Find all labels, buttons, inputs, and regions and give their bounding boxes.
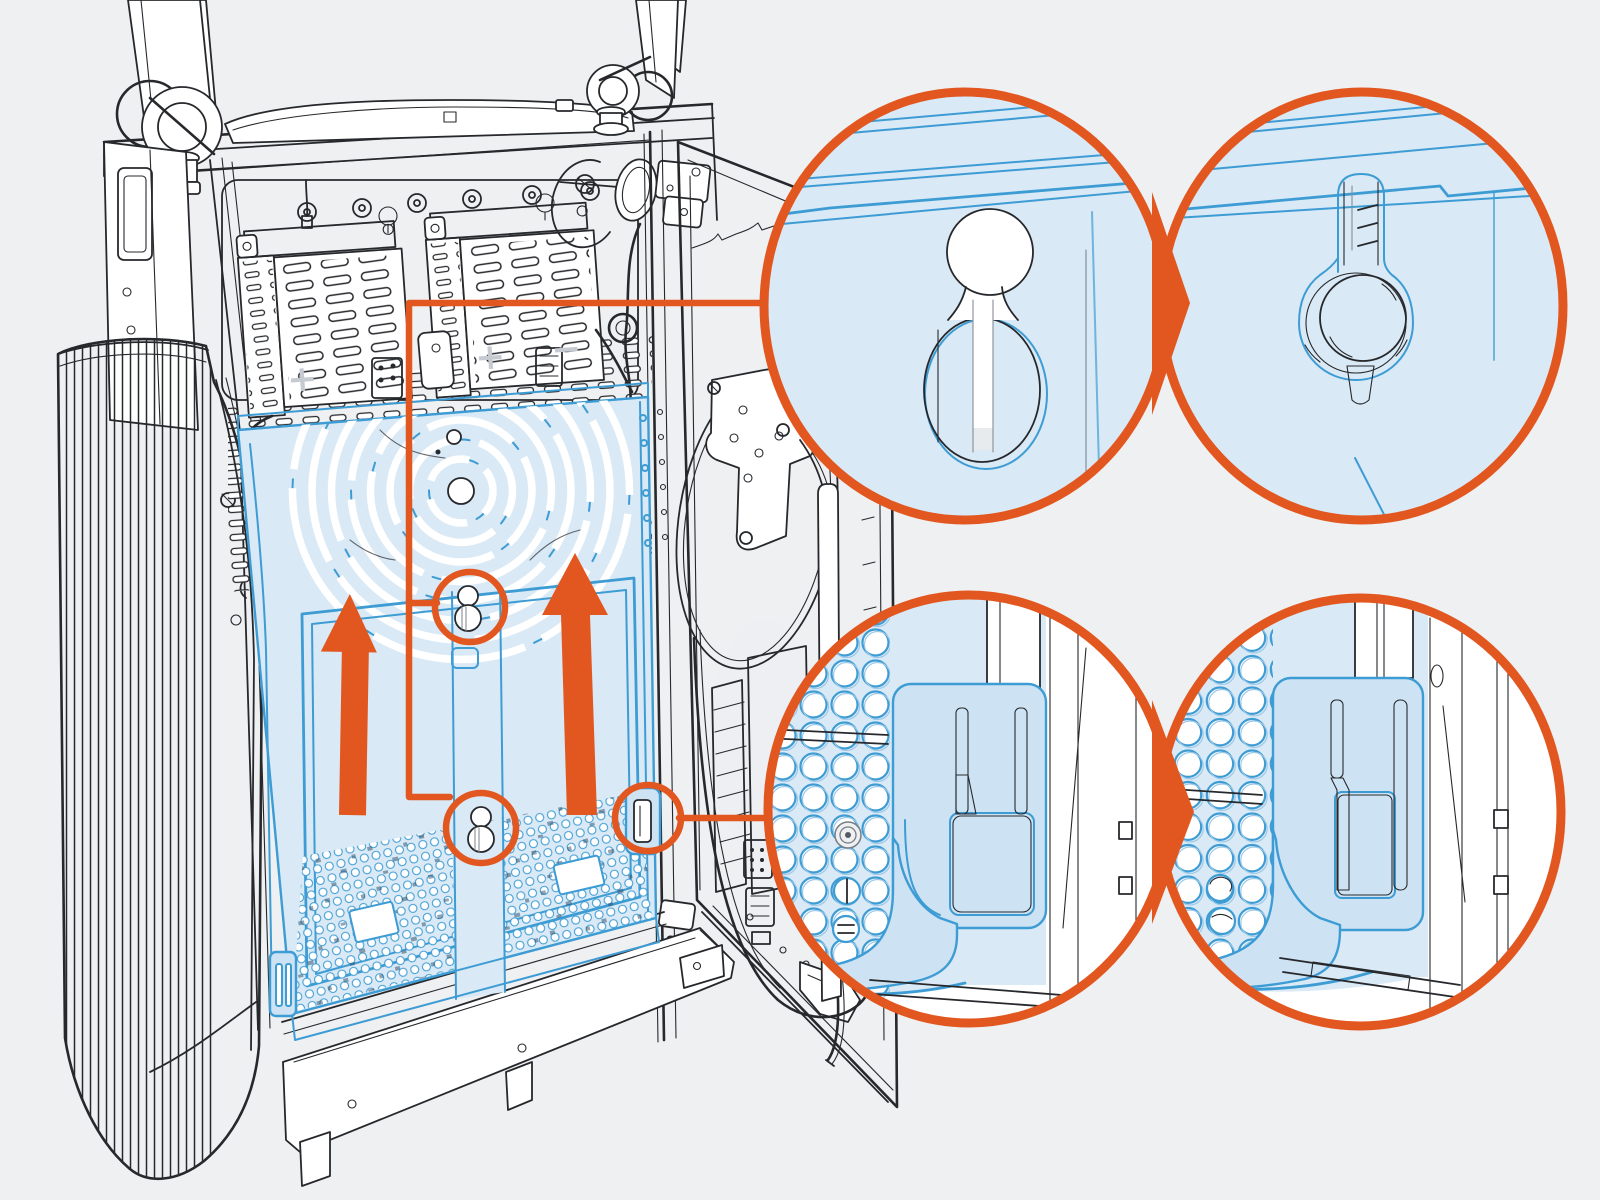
panel-bottom-ribs	[291, 917, 660, 1041]
cable-grommet	[550, 158, 658, 249]
lifting-pole-right	[635, 0, 687, 99]
terminal-plus-right-glyph: +	[474, 336, 507, 379]
up-arrow-left-icon	[320, 594, 377, 816]
panel-hook-tab-left	[268, 950, 298, 1018]
keyhole-slot-engaged-icon	[1298, 173, 1414, 405]
detail-marker-lower-keyhole	[442, 789, 520, 867]
terminal-plus-left-glyph: +	[286, 358, 319, 401]
detail-marker-upper-keyhole	[431, 568, 509, 646]
door-hinge-top	[654, 159, 712, 229]
panel-hook-tab-right	[624, 786, 662, 856]
base-plinth	[281, 911, 735, 1187]
annotations	[405, 299, 770, 867]
keyhole-slot-open-icon	[923, 208, 1048, 470]
transition-arrow-bottom-icon	[1152, 700, 1194, 924]
side-shroud	[56, 337, 264, 1181]
keyhole-stud-upper	[454, 585, 482, 632]
power-module-left	[235, 220, 413, 419]
transition-arrow-top-icon	[1152, 192, 1190, 415]
lifting-ring-right	[586, 55, 674, 136]
callout-connector-line	[405, 299, 770, 801]
highlight-panel	[236, 382, 662, 1041]
direction-arrows	[320, 192, 1194, 924]
callout-top-right	[1156, 87, 1568, 525]
hanging-ring-hook-inner	[615, 320, 631, 336]
terminal-minus-glyph: −	[550, 328, 583, 371]
panel-channel	[452, 820, 505, 999]
callout-bottom-right	[1154, 593, 1566, 1031]
hook-bracket-engaged-icon	[1178, 676, 1425, 991]
callout-top-left	[759, 87, 1171, 525]
terminal-blocks	[371, 330, 563, 399]
detail-marker-hook	[611, 781, 685, 855]
hanging-ring-hook	[607, 312, 639, 344]
up-arrow-right-icon	[542, 553, 608, 815]
back-wall-screws	[297, 179, 600, 234]
top-cover	[224, 99, 635, 144]
panel-top-teeth	[237, 382, 649, 431]
keyhole-stud-lower	[467, 806, 495, 853]
